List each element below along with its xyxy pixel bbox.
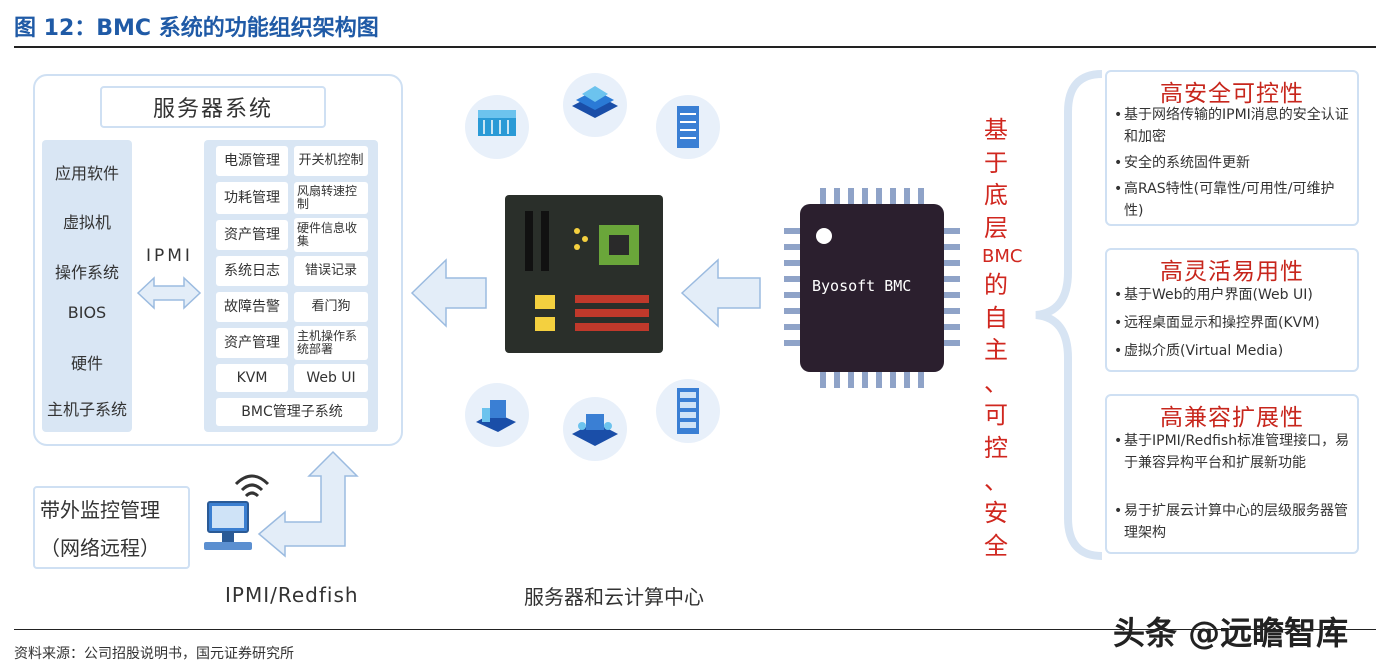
bullet-item: •安全的系统固件更新 [1114,155,1250,171]
bullet-item: •远程桌面显示和操控界面(KVM) [1114,315,1320,331]
func-system-log: 系统日志 [216,256,288,286]
left-arrow-icon [410,258,487,328]
figure-title: 图 12：BMC 系统的功能组织架构图 [14,16,379,41]
oob-monitoring-box [33,486,190,569]
cloud-center-caption: 服务器和云计算中心 [524,585,704,609]
func-fan-control: 风扇转速控制 [294,182,368,214]
panel-usability-title: 高灵活易用性 [1160,259,1304,285]
ipmi-label: IPMI [146,246,193,266]
func-web-ui: Web UI [294,364,368,392]
vertical-char: 可 [984,401,1008,430]
bullet-item: •基于Web的用户界面(Web UI) [1114,287,1313,303]
motherboard-icon [505,195,663,353]
vertical-char: 的 [984,270,1008,299]
panel-security [1105,70,1359,226]
func-hw-info: 硬件信息收集 [294,218,368,252]
curly-brace-icon [1035,70,1103,560]
bullet-item: •基于IPMI/Redfish标准管理接口，易于兼容异构平台和扩展新功能 [1114,433,1350,471]
chip-label: Byosoft BMC [812,277,912,295]
vertical-char: 、 [984,466,1008,495]
oob-subtitle: （网络远程） [40,536,160,560]
vertical-char: 于 [984,148,1008,177]
vertical-slogan: 基 于 底 层 BMC 的 自 主 、 可 控 、 安 全 [982,114,1023,563]
cloud-workstation-icon [465,383,529,447]
vertical-char: 层 [984,213,1008,242]
bmc-mgmt-subsystem: BMC管理子系统 [216,398,368,426]
oob-title: 带外监控管理 [40,498,160,522]
vertical-char: 控 [984,434,1008,463]
footer-divider [14,629,1376,630]
func-kvm: KVM [216,364,288,392]
vertical-char: 、 [984,368,1008,397]
vertical-char: 主 [984,336,1008,365]
vertical-char: BMC [982,245,1023,267]
func-power-mgmt: 电源管理 [216,146,288,176]
app-item-software: 应用软件 [54,164,119,183]
func-asset-mgmt-2: 资产管理 [216,328,288,358]
app-item-hardware: 硬件 [70,354,103,373]
vertical-char: 基 [984,116,1008,144]
bullet-item: •虚拟介质(Virtual Media) [1114,343,1284,359]
server-rack-icon [465,95,529,159]
func-os-deploy: 主机操作系统部署 [294,326,368,360]
source-note: 资料来源：公司招股说明书，国元证券研究所 [14,646,294,662]
app-item-bios: BIOS [67,303,107,322]
app-item-vm: 虚拟机 [62,213,111,232]
bullet-item: •高RAS特性(可靠性/可用性/可维护性) [1114,181,1335,219]
data-layers-icon [563,73,627,137]
func-fault-alarm: 故障告警 [216,292,288,322]
func-power-consumption: 功耗管理 [216,182,288,214]
vertical-char: 自 [984,303,1008,332]
app-item-host-subsystem: 主机子系统 [46,400,127,419]
ipmi-redfish-label: IPMI/Redfish [225,583,359,607]
left-arrow-icon-2 [680,258,761,328]
bidirectional-arrow-icon [136,276,202,310]
storage-server-icon [656,379,720,443]
vertical-char: 底 [984,181,1008,210]
network-platform-icon [563,397,627,461]
func-watchdog: 看门狗 [294,292,368,322]
func-asset-mgmt: 资产管理 [216,220,288,250]
panel-usability [1105,248,1359,372]
bullet-item: •易于扩展云计算中心的层级服务器管理架构 [1114,503,1348,541]
panel-compatibility-title: 高兼容扩展性 [1160,405,1304,431]
func-power-control: 开关机控制 [294,146,368,176]
server-system-title: 服务器系统 [100,86,326,128]
elbow-arrow-icon [257,450,359,558]
vertical-char: 全 [984,531,1008,560]
server-tower-icon [656,95,720,159]
panel-compatibility [1105,394,1359,554]
app-item-os: 操作系统 [54,263,119,282]
vertical-char: 安 [984,499,1008,528]
bullet-item: •基于网络传输的IPMI消息的安全认证和加密 [1114,107,1349,145]
watermark: 头条 @远瞻智库 [1113,614,1349,652]
panel-security-title: 高安全可控性 [1160,81,1304,107]
func-error-record: 错误记录 [294,256,368,286]
title-divider [14,46,1376,48]
remote-monitor-icon [204,474,270,550]
app-stack-column [42,140,132,432]
bmc-chip-icon [784,188,960,388]
